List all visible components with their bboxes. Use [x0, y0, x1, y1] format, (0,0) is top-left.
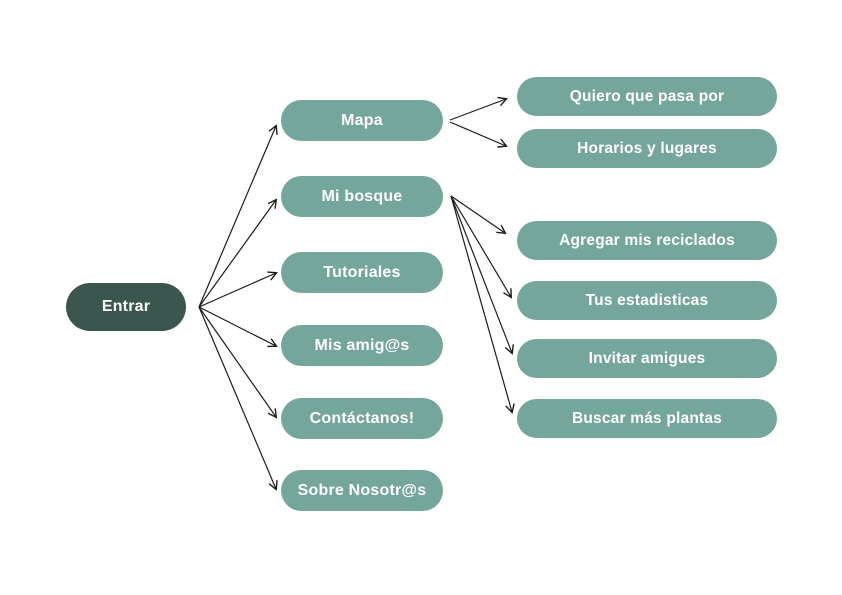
node-mi-bosque[interactable]: Mi bosque: [281, 176, 443, 217]
node-tutoriales[interactable]: Tutoriales: [281, 252, 443, 293]
node-sobre-nosotros[interactable]: Sobre Nosotr@s: [281, 470, 443, 511]
node-invitar-amigues[interactable]: Invitar amigues: [517, 339, 777, 378]
node-entrar[interactable]: Entrar: [66, 283, 186, 331]
node-contactanos[interactable]: Contáctanos!: [281, 398, 443, 439]
node-agregar-mis-reciclados[interactable]: Agregar mis reciclados: [517, 221, 777, 260]
arrow-bosque-estadisticas: [450, 195, 513, 299]
node-horarios-y-lugares[interactable]: Horarios y lugares: [517, 129, 777, 168]
arrow-entrar-bosque: [198, 198, 278, 308]
arrow-entrar-amigos: [198, 306, 278, 348]
node-tus-estadisticas[interactable]: Tus estadisticas: [517, 281, 777, 320]
arrow-bosque-buscar: [450, 195, 515, 414]
arrow-entrar-tutoriales: [198, 271, 278, 308]
arrow-bosque-agregar: [450, 195, 507, 235]
node-mapa[interactable]: Mapa: [281, 100, 443, 141]
arrow-entrar-contactanos: [198, 306, 278, 419]
node-buscar-mas-plantas[interactable]: Buscar más plantas: [517, 399, 777, 438]
node-mis-amigos[interactable]: Mis amig@s: [281, 325, 443, 366]
arrow-mapa-horarios: [449, 121, 508, 148]
arrow-mapa-quiero: [449, 96, 508, 121]
arrow-bosque-invitar: [450, 195, 514, 355]
arrow-entrar-mapa: [198, 124, 278, 308]
arrow-entrar-sobre: [198, 306, 278, 491]
node-quiero-que-pasa-por[interactable]: Quiero que pasa por: [517, 77, 777, 116]
